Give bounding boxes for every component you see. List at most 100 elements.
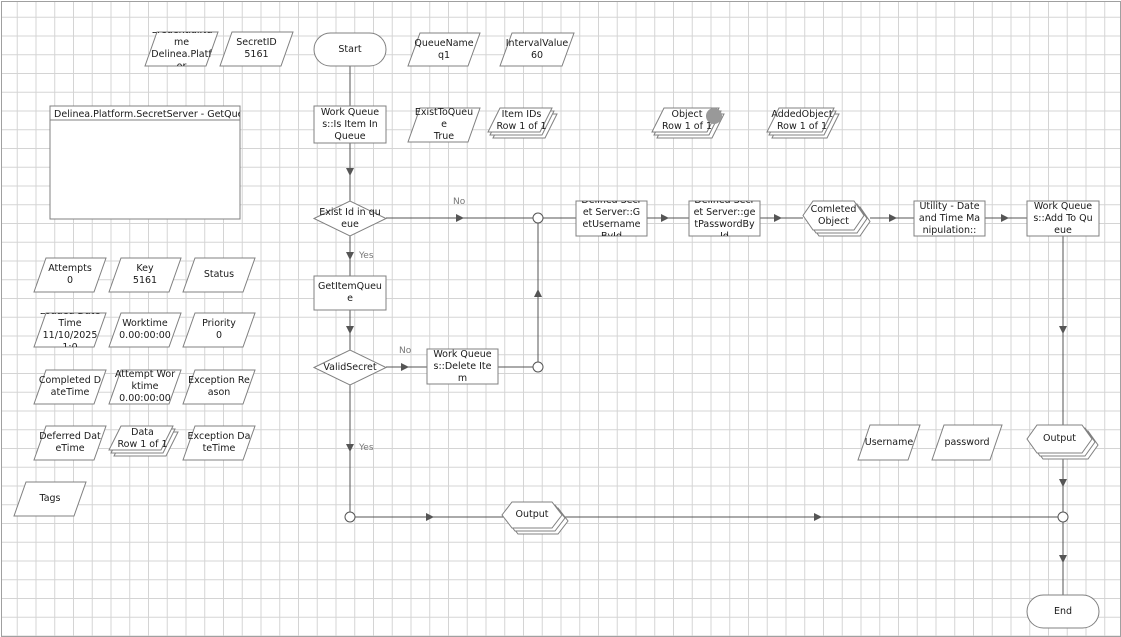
data-item-queue-name[interactable]: QueueName q1 — [414, 37, 474, 61]
data-item-exception-datetime[interactable]: Exception DateTime — [187, 431, 251, 454]
action-get-password[interactable]: Delinea Secret Server::getPasswordById — [693, 201, 756, 236]
action-get-item-queue-shape — [313, 275, 387, 311]
data-item-tags-shape — [13, 481, 87, 517]
loop-completed-object-shape — [802, 200, 865, 231]
block-title: Delinea.Platform.SecretServer - GetQue — [54, 109, 240, 120]
collection-added-object-shape — [766, 107, 835, 133]
data-item-status-shape — [182, 257, 256, 293]
junction-circle — [532, 212, 544, 224]
arrow-icon — [346, 252, 354, 260]
decision-valid-secret[interactable]: ValidSecret — [323, 361, 377, 373]
data-item-exception-datetime-shape — [182, 425, 256, 461]
action-get-password-shape — [688, 200, 761, 237]
data-item-secret-id[interactable]: SecretID 5161 — [236, 37, 277, 60]
branch-label-no: No — [399, 346, 412, 356]
action-add-to-queue-shape — [1026, 200, 1100, 237]
data-item-exception-reason-shape — [182, 369, 256, 405]
data-item-exist-to-queue-shape — [407, 107, 481, 143]
data-item-worktime[interactable]: Worktime 0.00:00:00 — [119, 318, 171, 341]
data-item-priority-shape — [182, 312, 256, 348]
data-item-tags[interactable]: Tags — [39, 493, 61, 504]
data-item-credential-name[interactable]: CredentialName Delinea.Platfor — [151, 32, 213, 66]
data-item-attempt-worktime[interactable]: Attempt Worktime 0.00:00:00 — [114, 370, 176, 404]
data-item-password[interactable]: password — [944, 436, 990, 448]
end-node-shape — [1026, 594, 1100, 629]
data-item-password-shape — [931, 424, 1003, 461]
data-item-interval-value[interactable]: IntervalValue 60 — [505, 37, 569, 61]
arrow-icon — [346, 326, 354, 334]
data-item-exception-reason[interactable]: Exception Reason — [188, 375, 250, 398]
collection-data-shape — [108, 425, 174, 451]
output-right[interactable]: Output — [1043, 433, 1076, 444]
action-delete-item-shape — [426, 348, 499, 385]
block-box — [49, 105, 241, 220]
arrow-icon — [1059, 479, 1067, 487]
action-utility-date-shape — [913, 200, 986, 237]
data-item-completed-datetime-shape — [33, 369, 107, 405]
data-item-status[interactable]: Status — [203, 269, 235, 280]
arrow-icon — [814, 513, 822, 521]
branch-label-yes: Yes — [359, 251, 374, 261]
decision-exist-id-shape — [312, 200, 388, 237]
arrow-icon — [1001, 214, 1009, 222]
action-get-username-shape — [575, 200, 648, 237]
arrow-icon — [426, 513, 434, 521]
arrow-icon — [1059, 555, 1067, 563]
arrow-icon — [661, 214, 669, 222]
output-bottom[interactable]: Output — [515, 509, 549, 520]
data-item-attempts-shape — [33, 257, 107, 293]
data-item-worktime-shape — [108, 312, 182, 348]
collection-item-ids-shape — [487, 107, 553, 133]
action-get-username[interactable]: Delinea Secret Server::GetUsernameById — [581, 201, 641, 236]
arrow-icon — [889, 214, 897, 222]
end-node[interactable]: End — [1053, 605, 1073, 617]
data-item-loaded-datetime[interactable]: Loaded DateTime 11/10/2025 1:0 — [40, 313, 100, 347]
data-item-username[interactable]: Username — [864, 436, 914, 448]
start-node-shape — [313, 32, 387, 67]
data-item-attempts[interactable]: Attempts 0 — [48, 263, 92, 286]
data-item-loaded-datetime-shape — [33, 312, 107, 348]
data-item-credential-name-shape — [144, 31, 219, 67]
collection-object-shape — [651, 107, 720, 133]
branch-label-no: No — [453, 197, 466, 207]
arrow-icon — [401, 363, 409, 371]
arrow-icon — [1059, 326, 1067, 334]
action-delete-item[interactable]: Work Queues::Delete Item — [433, 349, 492, 384]
action-add-to-queue[interactable]: Work Queues::Add To Queue — [1033, 201, 1093, 236]
start-node[interactable]: Start — [338, 43, 362, 55]
data-item-completed-datetime[interactable]: Completed DateTime — [38, 375, 102, 398]
junction-circle — [1057, 511, 1069, 523]
data-item-key-shape — [108, 257, 182, 293]
arrow-icon — [346, 168, 354, 176]
data-item-attempt-worktime-shape — [108, 369, 182, 405]
output-bottom-shape — [501, 501, 563, 529]
collection-added-object[interactable]: AddedObject Row 1 of 1 — [771, 109, 833, 132]
loop-completed-object[interactable]: ComletedObject — [810, 203, 857, 227]
decision-valid-secret-shape — [312, 349, 388, 386]
collection-data[interactable]: Data Row 1 of 1 — [117, 427, 168, 450]
breakpoint-icon — [706, 108, 722, 124]
action-is-item-in-queue-shape — [313, 105, 387, 144]
data-item-queue-name-shape — [407, 32, 481, 67]
action-is-item-in-queue[interactable]: Work Queues::Is Item In Queue — [320, 106, 380, 142]
collection-object[interactable]: Object Row 1 of 1 — [661, 109, 713, 132]
action-get-item-queue[interactable]: GetItemQueue — [318, 281, 382, 304]
branch-label-yes: Yes — [359, 443, 374, 453]
arrow-icon — [774, 214, 782, 222]
data-item-deferred-datetime[interactable]: Deferred DateTime — [39, 431, 101, 454]
data-item-username-shape — [857, 424, 921, 461]
arrow-icon — [456, 214, 464, 222]
data-item-exist-to-queue[interactable]: ExistToQueue True — [414, 108, 474, 142]
data-item-interval-value-shape — [499, 32, 575, 67]
data-item-secret-id-shape — [219, 31, 294, 67]
arrow-icon — [346, 444, 354, 452]
data-item-key[interactable]: Key 5161 — [132, 263, 158, 286]
action-utility-date[interactable]: Utility - Date and Time Manipulation:: — [918, 201, 981, 236]
decision-exist-id[interactable]: Exist Id in queue — [319, 206, 381, 230]
data-item-priority[interactable]: Priority 0 — [202, 318, 236, 341]
junction-circle — [344, 511, 356, 523]
collection-item-ids[interactable]: Item IDs Row 1 of 1 — [496, 109, 547, 132]
arrow-icon — [534, 289, 542, 297]
